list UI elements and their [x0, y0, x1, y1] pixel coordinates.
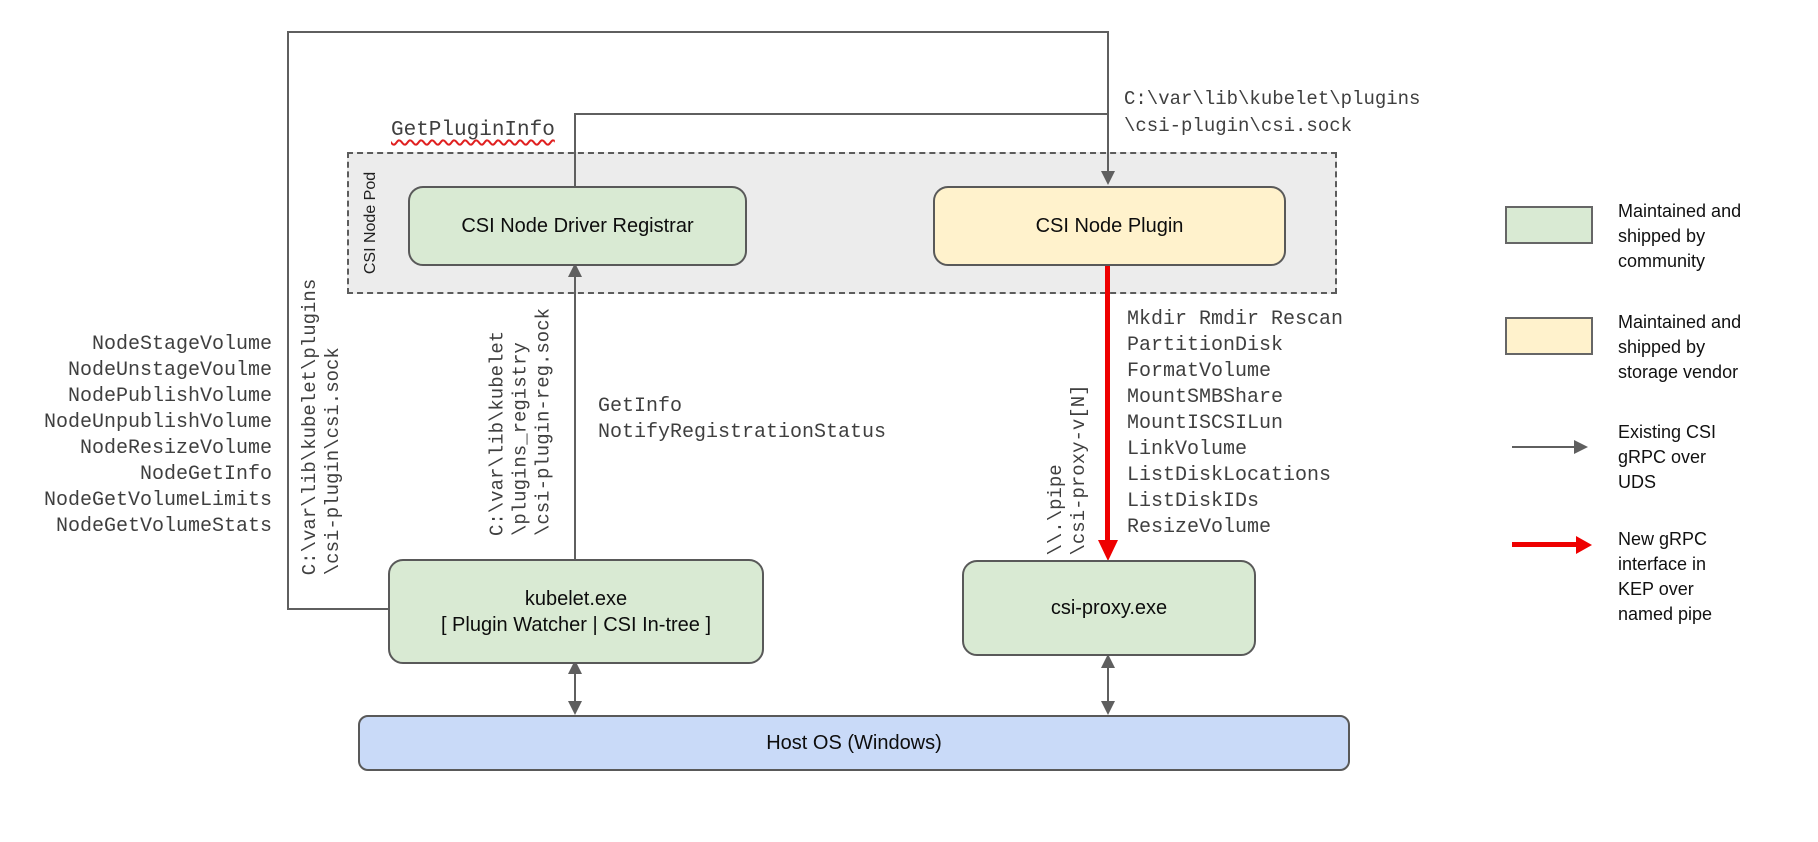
legend-vendor-swatch [1505, 317, 1593, 355]
kubelet-uds-top-line [287, 31, 1109, 33]
registration-line [574, 277, 576, 559]
getplugininfo-label: GetPluginInfo [391, 119, 555, 142]
host-os-label: Host OS (Windows) [766, 731, 942, 754]
kubelet-uds-stub-line [287, 608, 388, 610]
named-pipe-path-vertical-label: \\.\pipe \csi-proxy-v[N] [1045, 384, 1090, 556]
named-pipe-line [1105, 262, 1110, 542]
kubelet-host-arrowhead-down [568, 701, 582, 715]
csi-proxy-box: csi-proxy.exe [962, 560, 1256, 656]
proxy-host-arrowhead-down [1101, 701, 1115, 715]
csi-node-driver-registrar-label: CSI Node Driver Registrar [461, 215, 694, 237]
legend-community-swatch [1505, 206, 1593, 244]
getplugininfo-line [574, 113, 1109, 115]
csi-node-pod-label: CSI Node Pod [362, 171, 379, 275]
uds-arrowhead-into-plugin [1101, 171, 1115, 185]
legend-uds-label: Existing CSI gRPC over UDS [1618, 422, 1717, 492]
kubelet-host-line [574, 672, 576, 702]
registration-arrowhead-into-registrar [568, 263, 582, 277]
csi-node-plugin-box: CSI Node Plugin [933, 186, 1286, 266]
csi-sock-path-label: C:\var\lib\kubelet\plugins \csi-plugin\c… [1124, 88, 1421, 137]
registration-calls-label: GetInfo NotifyRegistrationStatus [598, 395, 887, 444]
kubelet-label-line1: kubelet.exe [524, 587, 628, 610]
csi-sock-path-vertical-label: C:\var\lib\kubelet\plugins \csi-plugin\c… [299, 278, 344, 576]
kubelet-box: kubelet.exe [ Plugin Watcher | CSI In-tr… [388, 559, 764, 664]
registrar-drop-line [574, 113, 576, 186]
node-methods-list: NodeStageVolume NodeUnstageVoulme NodePu… [43, 333, 272, 538]
legend-pipe-label: New gRPC interface in KEP over named pip… [1618, 529, 1713, 624]
legend-community-label: Maintained and shipped by community [1618, 201, 1742, 271]
csi-node-plugin-label: CSI Node Plugin [1035, 215, 1184, 237]
proxy-methods-list: Mkdir Rmdir Rescan PartitionDisk FormatV… [1127, 308, 1344, 539]
kubelet-label-line2: [ Plugin Watcher | CSI In-tree ] [440, 613, 712, 636]
registry-sock-path-vertical-label: C:\var\lib\kubelet \plugins_registry \cs… [486, 307, 555, 537]
legend-pipe-arrowhead [1576, 536, 1592, 554]
legend-uds-arrow-line [1512, 446, 1574, 448]
uds-drop-line-to-plugin [1107, 31, 1109, 171]
host-os-box: Host OS (Windows) [358, 715, 1350, 771]
csi-proxy-label: csi-proxy.exe [1050, 597, 1168, 619]
legend-vendor-label: Maintained and shipped by storage vendor [1618, 312, 1742, 382]
csi-node-driver-registrar-box: CSI Node Driver Registrar [408, 186, 747, 266]
kubelet-uds-riser-line [287, 31, 289, 609]
legend-uds-arrowhead [1574, 440, 1588, 454]
legend-pipe-arrow-line [1512, 542, 1576, 547]
proxy-host-arrowhead-up [1101, 654, 1115, 668]
proxy-host-line [1107, 666, 1109, 702]
named-pipe-arrowhead [1098, 540, 1118, 561]
